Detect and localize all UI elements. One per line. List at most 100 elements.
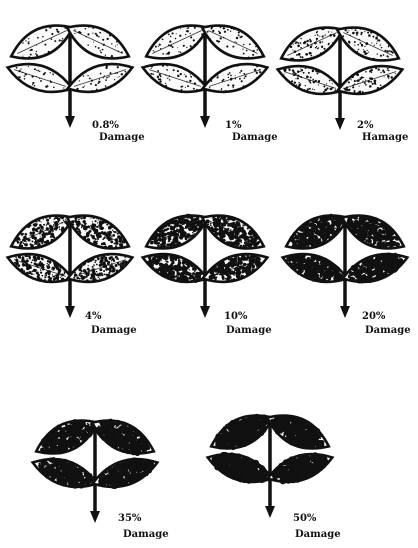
damage-speck [318,84,319,85]
damage-speck [363,276,366,279]
damage-speck [368,232,372,236]
damage-speck [88,265,89,266]
damage-speck [76,276,79,279]
damage-speck [190,36,192,38]
damage-speck [64,273,65,274]
damage-speck [92,33,93,34]
damage-speck [169,75,171,77]
damage-speck [44,234,45,235]
damage-speck [68,461,71,464]
damage-speck [382,38,383,39]
damage-speck [51,235,52,236]
damage-speck [398,256,400,258]
damage-speck [169,255,172,258]
damage-speck [58,447,59,448]
damage-speck [35,246,37,248]
damage-speck [29,266,32,269]
damage-speck [117,422,119,424]
damage-speck [379,236,382,239]
damage-speck [45,232,48,235]
damage-speck [91,80,93,82]
damage-speck [239,78,241,80]
damage-speck [55,216,57,218]
damage-speck [37,244,39,246]
damage-speck [294,82,296,84]
damage-speck [74,444,79,449]
damage-speck [83,236,87,240]
damage-speck [310,263,315,268]
damage-speck [79,278,81,280]
damage-speck [368,80,370,82]
damage-speck [316,256,320,260]
damage-speck [185,271,186,272]
damage-speck [151,240,152,241]
damage-speck [238,265,242,269]
damage-speck [40,236,41,237]
damage-speck [32,75,34,77]
plant-3: 2%Hamage [278,27,409,143]
damage-speck [356,73,358,75]
damage-speck [121,73,123,75]
damage-speck [29,255,31,257]
damage-speck [384,245,386,247]
damage-speck [359,233,361,235]
damage-speck [239,239,242,242]
damage-speck [353,270,354,271]
damage-speck [85,483,89,487]
damage-speck [34,262,37,265]
damage-speck [53,87,55,89]
damage-speck [168,241,170,243]
damage-speck [181,232,182,233]
damage-speck [105,67,107,69]
damage-speck [93,277,95,279]
damage-speck [111,434,115,438]
damage-speck [210,278,212,280]
damage-speck [317,241,321,245]
damage-speck [384,236,385,237]
damage-speck [323,85,325,87]
damage-speck [256,77,258,79]
damage-speck [114,430,119,435]
damage-speck [321,46,323,48]
damage-percent: 2% [357,120,374,131]
damage-speck [386,55,388,57]
damage-speck [94,262,95,263]
damage-speck [176,268,180,272]
damage-speck [162,241,166,245]
damage-speck [57,470,60,473]
damage-speck [323,236,326,239]
damage-speck [49,224,52,227]
damage-speck [293,44,294,45]
damage-speck [114,445,116,447]
damage-speck [112,473,113,474]
damage-speck [110,468,113,471]
damage-speck [180,52,182,54]
damage-speck [317,73,318,74]
damage-speck [316,38,318,40]
damage-speck [24,75,25,76]
damage-speck [182,86,183,87]
damage-speck [377,223,380,226]
damage-speck [95,260,97,262]
damage-speck [375,37,378,40]
damage-speck [92,272,96,276]
damage-speck [49,433,54,438]
damage-speck [247,227,249,229]
damage-speck [127,435,133,441]
damage-speck [114,437,115,438]
damage-speck [135,460,138,463]
damage-speck [160,240,162,242]
damage-speck [320,217,323,220]
damage-speck [84,85,85,86]
damage-speck [384,59,385,60]
damage-speck [116,437,121,442]
damage-speck [51,269,52,270]
damage-speck [229,72,231,74]
damage-speck [213,229,214,230]
damage-speck [232,46,234,48]
damage-speck [310,76,312,78]
damage-speck [178,261,182,265]
damage-speck [108,483,109,484]
damage-speck [54,40,56,42]
damage-speck [320,270,321,271]
